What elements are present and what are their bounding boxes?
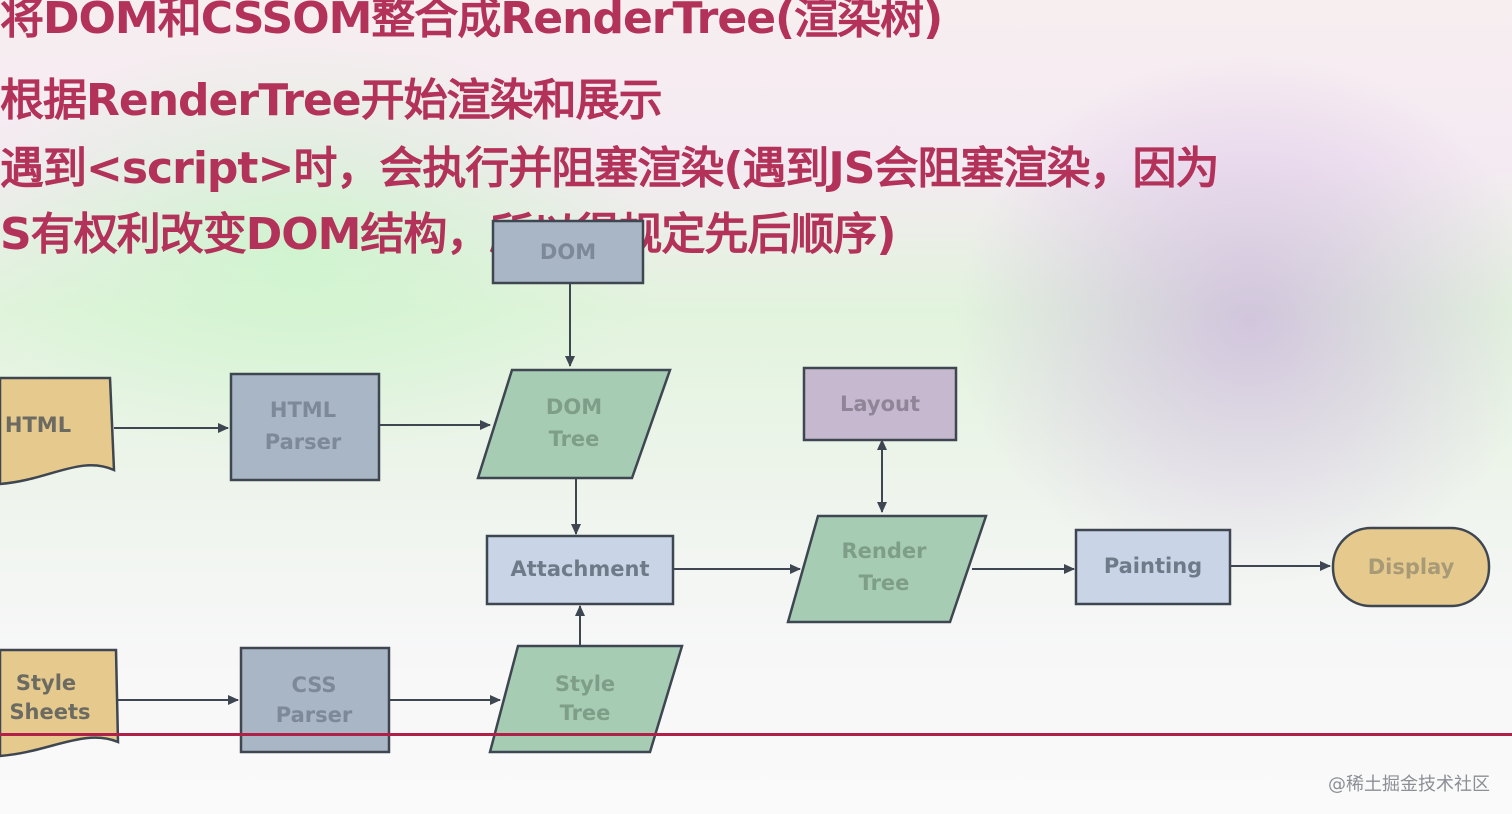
node-layout-label: Layout: [840, 392, 920, 416]
node-style-tree-line2: Tree: [560, 701, 611, 725]
node-dom-tree-line2: Tree: [549, 427, 600, 451]
node-style-sheets-line2: Sheets: [9, 700, 90, 724]
node-render-tree-line1: Render: [842, 539, 928, 563]
node-html: HTML: [0, 376, 116, 486]
node-html-parser-line2: Parser: [265, 430, 342, 454]
bullet-3: 遇到<script>时，会执行并阻塞渲染(遇到JS会阻塞渲染，因为: [0, 143, 1219, 194]
node-painting: Painting: [1074, 528, 1232, 606]
connectors: [114, 283, 1331, 705]
node-attachment-label: Attachment: [510, 557, 649, 581]
node-html-label: HTML: [5, 413, 71, 437]
node-style-sheets: Style Sheets: [0, 648, 120, 758]
node-html-parser: HTML Parser: [229, 372, 381, 482]
bullet-4: S有权利改变DOM结构，所以得规定先后顺序): [0, 209, 897, 260]
node-style-tree: Style Tree: [488, 644, 684, 754]
node-dom-tree: DOM Tree: [476, 368, 672, 480]
bullet-2: 根据RenderTree开始渲染和展示: [0, 75, 663, 126]
node-attachment: Attachment: [485, 534, 675, 606]
slide-accent-line: [0, 733, 1512, 736]
node-dom-tree-line1: DOM: [546, 395, 602, 419]
watermark: @稀土掘金技术社区: [1328, 774, 1490, 795]
node-render-tree-line2: Tree: [859, 571, 910, 595]
node-css-parser: CSS Parser: [239, 646, 391, 754]
node-layout: Layout: [802, 366, 958, 442]
node-dom-label: DOM: [540, 240, 596, 264]
node-style-sheets-line1: Style: [16, 671, 76, 695]
node-css-parser-line2: Parser: [276, 703, 353, 727]
node-display: Display: [1331, 526, 1491, 608]
node-html-parser-line1: HTML: [270, 398, 336, 422]
node-display-label: Display: [1368, 555, 1455, 579]
node-painting-label: Painting: [1104, 554, 1202, 578]
node-css-parser-line1: CSS: [291, 673, 336, 697]
node-dom: DOM: [491, 219, 645, 285]
node-style-tree-line1: Style: [555, 672, 615, 696]
node-render-tree: Render Tree: [786, 514, 988, 624]
bullet-1: 将DOM和CSSOM整合成RenderTree(渲染树): [0, 0, 943, 44]
